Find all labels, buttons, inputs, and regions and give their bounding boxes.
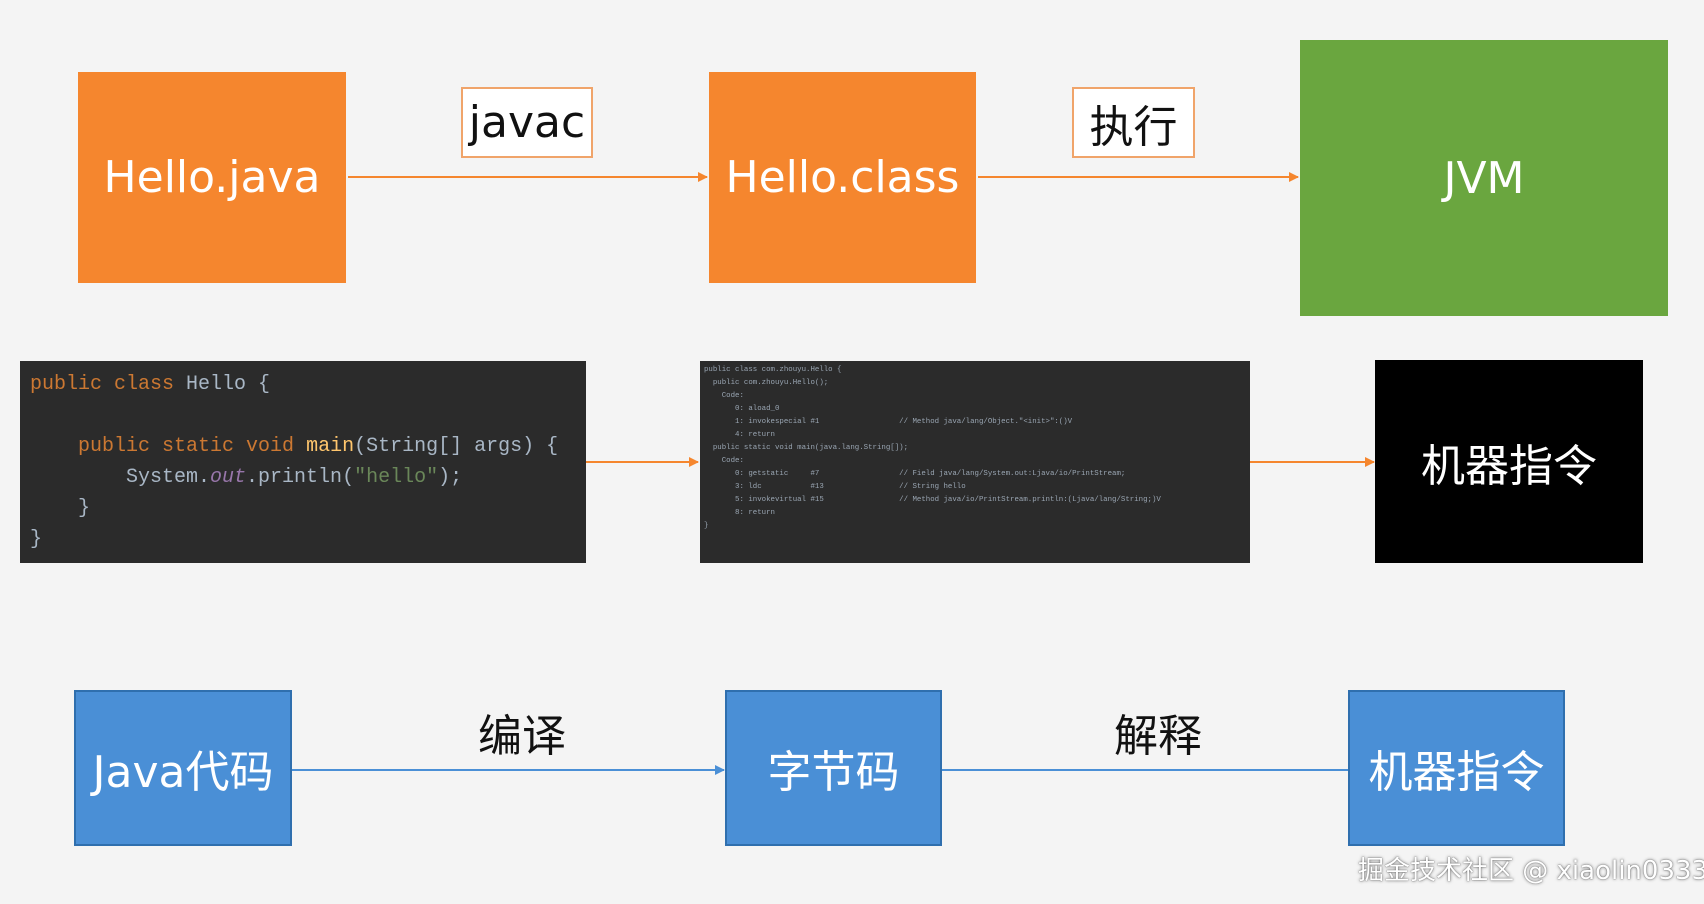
jvm-box: JVM bbox=[1300, 40, 1668, 316]
hello-java-label: Hello.java bbox=[103, 152, 321, 203]
hello-class-box: Hello.class bbox=[709, 72, 976, 283]
bytecode-line: 3: ldc #13 // String hello bbox=[704, 483, 966, 491]
machine-code-black-label: 机器指令 bbox=[1421, 440, 1597, 492]
watermark: 掘金技术社区 @ xiaolin0333 bbox=[1358, 856, 1704, 886]
machine-code-box: 机器指令 bbox=[1348, 690, 1565, 846]
bytecode-line: } bbox=[704, 522, 709, 530]
bytecode-line: 0: getstatic #7 // Field java/lang/Syste… bbox=[704, 470, 1126, 478]
bytecode-label: 字节码 bbox=[767, 747, 900, 798]
hello-class-label: Hello.class bbox=[725, 152, 960, 203]
java-code-box: Java代码 bbox=[74, 690, 292, 846]
bytecode-line: public static void main(java.lang.String… bbox=[704, 444, 909, 452]
execute-label: 执行 bbox=[1089, 101, 1178, 153]
source-code-line: System.out.println("hello"); bbox=[30, 466, 463, 489]
source-code-line: public static void main(String[] args) { bbox=[78, 435, 559, 458]
execute-label-box: 执行 bbox=[1072, 87, 1195, 158]
bytecode-line: 1: invokespecial #1 // Method java/lang/… bbox=[704, 418, 1073, 426]
javac-label-box: javac bbox=[461, 87, 593, 158]
source-code-line: } bbox=[30, 528, 43, 551]
jvm-label: JVM bbox=[1443, 152, 1525, 204]
bytecode-line: 5: invokevirtual #15 // Method java/io/P… bbox=[704, 496, 1161, 504]
hello-java-box: Hello.java bbox=[78, 72, 346, 283]
java-source-code-panel: public class Hello { public static void … bbox=[20, 361, 586, 563]
javac-label: javac bbox=[468, 97, 586, 148]
bytecode-box: 字节码 bbox=[725, 690, 942, 846]
java-code-label: Java代码 bbox=[92, 747, 274, 798]
bytecode-line: public com.zhouyu.Hello(); bbox=[704, 379, 829, 387]
source-code-line: } bbox=[30, 497, 91, 520]
bytecode-line: 0: aload_0 bbox=[704, 405, 780, 413]
interpret-label: 解释 bbox=[1114, 711, 1202, 762]
bytecode-line: public class com.zhouyu.Hello { bbox=[704, 366, 842, 374]
bytecode-line: Code: bbox=[704, 392, 744, 400]
bytecode-panel: public class com.zhouyu.Hello { public c… bbox=[700, 361, 1250, 563]
bytecode-line: Code: bbox=[704, 457, 744, 465]
bytecode-line: 8: return bbox=[704, 509, 775, 517]
source-code-line: public class Hello { bbox=[30, 373, 271, 396]
machine-code-black-box: 机器指令 bbox=[1375, 360, 1643, 563]
source-code-line bbox=[30, 400, 576, 431]
machine-code-label: 机器指令 bbox=[1368, 747, 1545, 798]
compile-label: 编译 bbox=[478, 711, 566, 762]
bytecode-line: 4: return bbox=[704, 431, 775, 439]
